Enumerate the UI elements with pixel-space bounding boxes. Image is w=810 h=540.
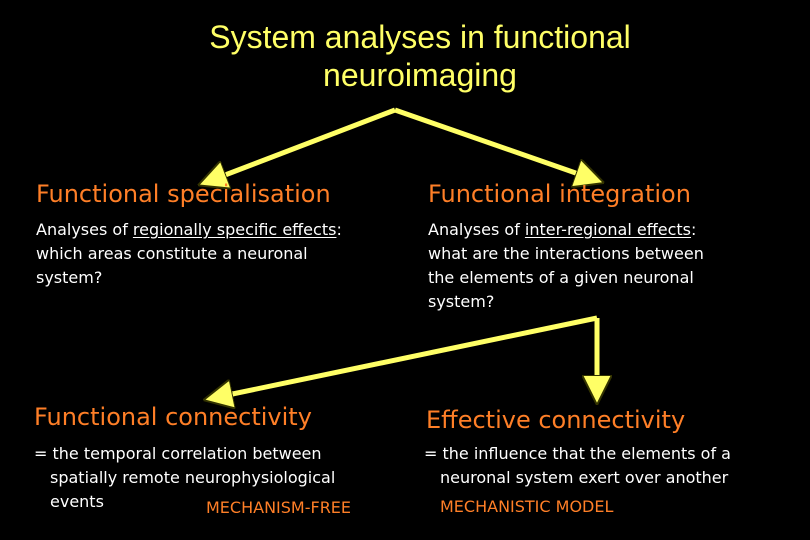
specialisation-line-3: system? — [36, 268, 103, 287]
heading-functional-integration: Functional integration — [428, 180, 691, 208]
specialisation-line-2: which areas constitute a neuronal — [36, 244, 308, 263]
mechanism-free-label: MECHANISM-FREE — [206, 498, 352, 517]
integration-line-4: system? — [428, 292, 495, 311]
integration-description: Analyses of inter-regional effects: what… — [428, 218, 798, 314]
integration-line-3: the elements of a given neuronal — [428, 268, 694, 287]
specialisation-underlined: regionally specific effects — [132, 220, 337, 239]
diagram-title: System analyses in functional neuroimagi… — [209, 19, 631, 93]
arrow-to-integration — [394, 107, 590, 178]
heading-effective-connectivity: Effective connectivity — [426, 406, 686, 434]
heading-functional-specialisation: Functional specialisation — [36, 180, 331, 208]
mechanistic-model-label: MECHANISTIC MODEL — [440, 497, 614, 516]
specialisation-line-1: Analyses of regionally specific effects: — [36, 220, 342, 239]
arrow-to-functional-connectivity — [218, 315, 598, 397]
specialisation-description: Analyses of regionally specific effects:… — [36, 218, 406, 290]
arrow-to-specialisation — [212, 107, 396, 180]
functional-connectivity-description: = the temporal correlation between spati… — [34, 444, 336, 511]
effective-connectivity-description: = the influence that the elements of a n… — [424, 444, 731, 487]
heading-functional-connectivity: Functional connectivity — [34, 403, 312, 431]
integration-line-1: Analyses of inter-regional effects: — [428, 220, 697, 239]
integration-line-2: what are the interactions between — [428, 244, 704, 263]
integration-underlined: inter-regional effects — [524, 220, 692, 239]
